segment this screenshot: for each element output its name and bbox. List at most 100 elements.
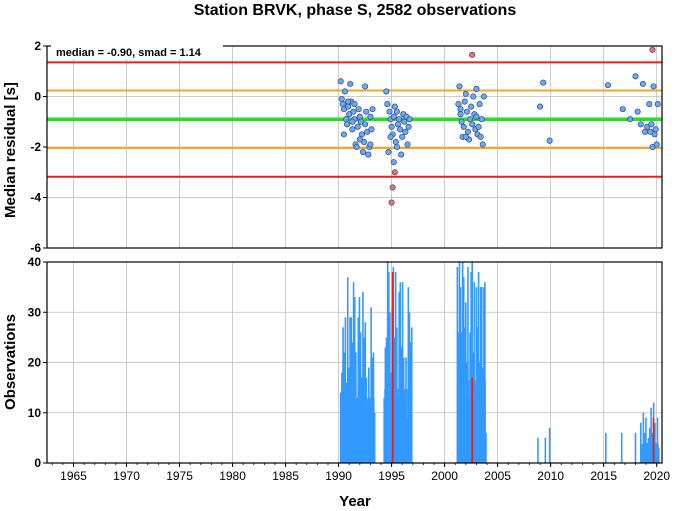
- residual-point: [456, 83, 463, 90]
- residual-y-ticks: 20-2-4-6: [30, 39, 47, 255]
- residual-point: [457, 111, 464, 118]
- y-tick-label: 20: [28, 356, 42, 370]
- residual-point: [395, 116, 403, 123]
- residual-point: [476, 101, 483, 108]
- residual-point: [345, 103, 352, 110]
- residual-point: [354, 123, 361, 130]
- residual-point: [365, 151, 372, 158]
- residual-point: [392, 138, 399, 146]
- residual-point: [469, 121, 476, 128]
- y-tick-label: 0: [34, 456, 41, 470]
- residual-point: [653, 141, 660, 148]
- residual-point: [363, 108, 370, 115]
- residual-point: [388, 123, 395, 130]
- residual-point: [639, 80, 646, 87]
- residual-point: [475, 123, 482, 130]
- residual-point: [540, 79, 547, 86]
- residual-point: [470, 93, 477, 100]
- residual-point: [479, 141, 486, 148]
- residual-point: [362, 121, 369, 128]
- x-tick-label: 1995: [378, 469, 405, 483]
- residual-point: [457, 106, 464, 113]
- residual-point: [652, 126, 659, 133]
- residual-point: [345, 98, 352, 105]
- x-tick-label: 2015: [590, 469, 617, 483]
- y-tick-label: 30: [28, 305, 42, 319]
- residual-point: [399, 133, 406, 140]
- residual-point: [473, 113, 480, 120]
- observation-bars: [339, 262, 660, 463]
- residual-point: [404, 141, 411, 148]
- residual-point: [546, 137, 553, 144]
- residual-point: [477, 133, 484, 140]
- residual-point: [650, 83, 657, 90]
- residual-point: [462, 90, 469, 98]
- residual-point: [405, 123, 412, 130]
- residual-point: [647, 128, 654, 135]
- residual-point: [362, 83, 369, 90]
- residual-point: [460, 123, 467, 130]
- residual-point: [604, 82, 611, 89]
- outlier-point: [388, 199, 395, 206]
- x-tick-label: 2010: [537, 469, 564, 483]
- x-tick-label: 1985: [272, 469, 299, 483]
- residual-point: [654, 101, 661, 108]
- residual-point: [632, 73, 639, 80]
- residual-point: [393, 108, 400, 115]
- residual-point: [383, 88, 390, 95]
- observation-bar-fill: [340, 398, 375, 463]
- residual-point: [393, 143, 400, 151]
- residual-point: [356, 113, 363, 120]
- y-tick-label: 10: [28, 406, 42, 420]
- residual-point: [627, 116, 634, 123]
- outlier-point: [389, 184, 396, 191]
- residual-point: [391, 103, 398, 110]
- x-tick-label: 1980: [219, 469, 246, 483]
- residual-point: [398, 151, 405, 158]
- y-tick-label: -4: [30, 191, 41, 205]
- residual-point: [384, 101, 391, 108]
- stats-annotation: median = -0.90, smad = 1.14: [56, 47, 202, 59]
- x-tick-label: 2005: [484, 469, 511, 483]
- x-tick-label: 1975: [166, 469, 193, 483]
- residual-point: [646, 101, 653, 108]
- residual-point: [455, 101, 462, 108]
- residual-point: [351, 101, 358, 108]
- residual-point: [537, 103, 544, 110]
- residual-point: [478, 116, 485, 123]
- residual-point: [648, 121, 655, 128]
- y-tick-label: 40: [28, 255, 42, 269]
- y-axis-label-observations: Observations: [2, 314, 19, 410]
- residual-point: [367, 113, 374, 120]
- residual-points: [337, 46, 661, 206]
- residual-point: [458, 118, 465, 125]
- residual-point: [353, 143, 360, 151]
- residual-point: [349, 126, 356, 133]
- residual-point: [359, 149, 367, 156]
- residual-point: [468, 103, 475, 110]
- outlier-point: [469, 51, 476, 58]
- residual-point: [390, 113, 397, 120]
- residual-panel: 20-2-4-6 median = -0.90, smad = 1.14 Med…: [2, 39, 663, 255]
- observation-bar-fill: [384, 388, 412, 463]
- residual-point: [467, 116, 474, 123]
- x-tick-label: 1990: [325, 469, 352, 483]
- residual-point: [402, 128, 409, 135]
- residual-point: [462, 133, 469, 140]
- residual-point: [355, 106, 362, 113]
- residual-point: [338, 95, 345, 103]
- y-axis-label-residual: Median residual [s]: [2, 82, 19, 218]
- y-tick-label: 0: [34, 90, 41, 104]
- y-tick-label: 2: [34, 39, 41, 53]
- residual-point: [473, 85, 480, 92]
- x-tick-label: 1965: [60, 469, 87, 483]
- residual-point: [341, 88, 349, 95]
- residual-point: [350, 108, 357, 115]
- outlier-point: [391, 169, 398, 176]
- residual-point: [344, 121, 351, 128]
- residual-point: [390, 159, 397, 166]
- residual-point: [337, 78, 344, 85]
- residual-point: [461, 98, 468, 105]
